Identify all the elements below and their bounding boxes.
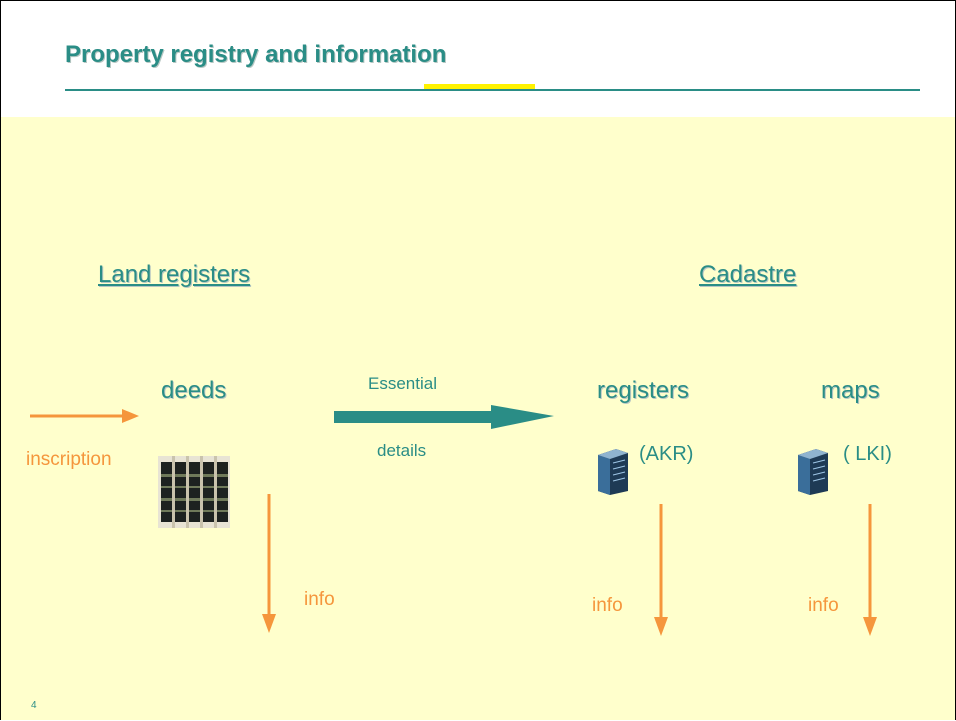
maps-info-label: info xyxy=(808,595,839,616)
lki-label: ( LKI) xyxy=(843,443,892,465)
registers-info-label: info xyxy=(592,595,623,616)
server-icon xyxy=(798,449,828,495)
registers-label: registers xyxy=(597,377,690,404)
essential-label: Essential xyxy=(368,374,437,393)
maps-label: maps xyxy=(821,377,880,404)
ledger-books-image xyxy=(158,456,230,528)
maps-info-arrow xyxy=(863,504,877,636)
deeds-label: deeds xyxy=(161,377,227,404)
inscription-label: inscription xyxy=(26,449,112,470)
deeds-info-arrow xyxy=(262,494,276,633)
land-registers-heading: Land registers xyxy=(98,261,251,288)
registers-info-arrow xyxy=(654,504,668,636)
title-rule xyxy=(65,89,920,91)
akr-label: (AKR) xyxy=(639,443,694,465)
cadastre-heading: Cadastre xyxy=(699,261,797,288)
inscription-arrow xyxy=(30,409,139,423)
server-icon xyxy=(598,449,628,495)
details-label: details xyxy=(377,441,427,460)
deeds-info-label: info xyxy=(304,589,335,610)
slide-header: Property registry and information xyxy=(1,1,955,117)
slide-title: Property registry and information xyxy=(65,41,447,68)
essential-details-arrow xyxy=(334,405,554,429)
page-number: 4 xyxy=(31,700,37,711)
title-rule-highlight xyxy=(424,84,535,89)
